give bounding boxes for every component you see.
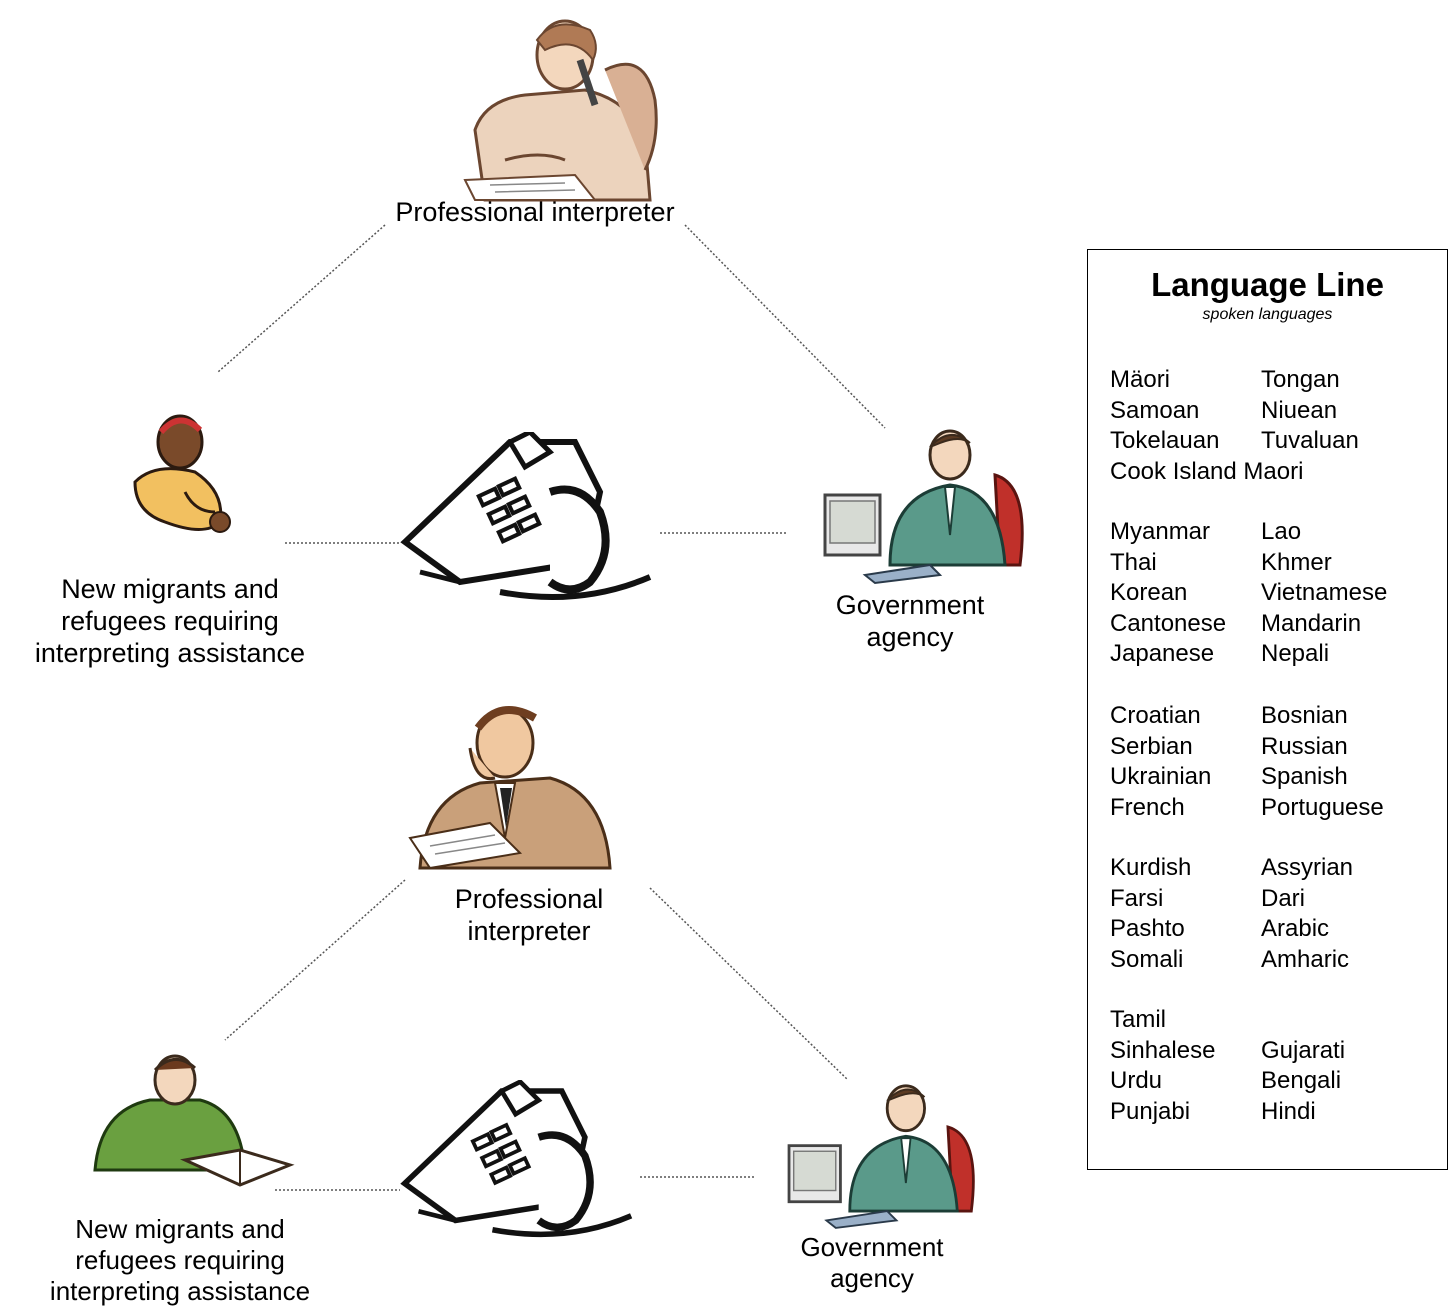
top-agency-label: Government agency — [835, 590, 985, 652]
language-item: Hindi — [1261, 1097, 1316, 1125]
connector-bottom-interpreter-agency — [649, 887, 849, 1081]
language-item: Serbian — [1110, 732, 1193, 760]
legend-subtitle: spoken languages — [1202, 306, 1333, 323]
language-item: Sinhalese — [1110, 1036, 1216, 1064]
language-item: Farsi — [1110, 884, 1164, 912]
language-item: Dari — [1261, 884, 1306, 912]
language-item: Gujarati — [1261, 1036, 1346, 1064]
interpreter-on-phone-clipart — [463, 19, 658, 202]
language-item: Assyrian — [1261, 854, 1354, 881]
language-item: Ukrainian — [1110, 763, 1212, 790]
language-item: Tuvaluan — [1261, 427, 1359, 454]
language-item: Russian — [1261, 732, 1348, 760]
language-item: Somali — [1110, 945, 1184, 973]
businessman-at-computer-clipart — [823, 429, 1024, 585]
language-item: Amharic — [1261, 945, 1350, 973]
top-migrant-label: New migrants and refugees requiring inte… — [34, 574, 306, 668]
language-item: Arabic — [1261, 915, 1330, 942]
language-item: Cook Island Maori — [1110, 457, 1304, 485]
connector-bottom-interpreter-migrant — [224, 879, 406, 1041]
language-item: Mandarin — [1261, 609, 1362, 637]
connector-top-interpreter-agency — [684, 224, 886, 429]
top-interpreter-label: Professional interpreter — [395, 197, 675, 227]
language-item: Punjabi — [1110, 1097, 1191, 1125]
language-item: Khmer — [1261, 548, 1332, 576]
language-item: Tokelauan — [1110, 427, 1220, 454]
language-item: Tongan — [1261, 366, 1340, 393]
language-item: Korean — [1110, 579, 1188, 606]
businessman-at-computer-clipart-bottom — [787, 1084, 975, 1229]
desk-telephone-icon — [400, 432, 652, 600]
language-item: Lao — [1261, 518, 1302, 545]
language-item: Tamil — [1110, 1006, 1167, 1033]
migrant-bottom-clipart — [93, 1054, 295, 1187]
bottom-interpreter-label: Professional interpreter — [454, 884, 604, 946]
language-item: Portuguese — [1261, 793, 1384, 821]
language-item: Japanese — [1110, 640, 1215, 667]
language-item: Bengali — [1261, 1067, 1342, 1094]
language-item: Thai — [1110, 548, 1157, 576]
migrant-top-clipart — [133, 414, 231, 533]
language-item: Mäori — [1110, 366, 1171, 393]
connector-top-interpreter-migrant — [217, 224, 386, 373]
interpreter-on-phone-clipart-bottom — [408, 706, 612, 870]
language-item: French — [1110, 793, 1185, 821]
language-item: Samoan — [1110, 396, 1200, 424]
language-item: Myanmar — [1110, 518, 1211, 545]
bottom-migrant-label: New migrants and refugees requiring inte… — [49, 1214, 311, 1306]
language-item: Niuean — [1261, 396, 1338, 424]
language-item: Spanish — [1261, 763, 1348, 790]
language-item: Urdu — [1110, 1067, 1163, 1094]
language-item: Kurdish — [1110, 854, 1192, 881]
language-line-legend: Language Line spoken languages Mäori Tong… — [1087, 249, 1448, 1170]
language-item: Vietnamese — [1261, 579, 1388, 606]
legend-title: Language Line — [1151, 266, 1384, 303]
language-item: Bosnian — [1261, 702, 1348, 729]
desk-telephone-icon-bottom — [400, 1080, 633, 1238]
language-item: Nepali — [1261, 640, 1330, 667]
bottom-agency-label: Government agency — [800, 1232, 944, 1293]
language-item: Pashto — [1110, 915, 1185, 942]
language-item: Cantonese — [1110, 609, 1227, 637]
language-item: Croatian — [1110, 702, 1201, 729]
